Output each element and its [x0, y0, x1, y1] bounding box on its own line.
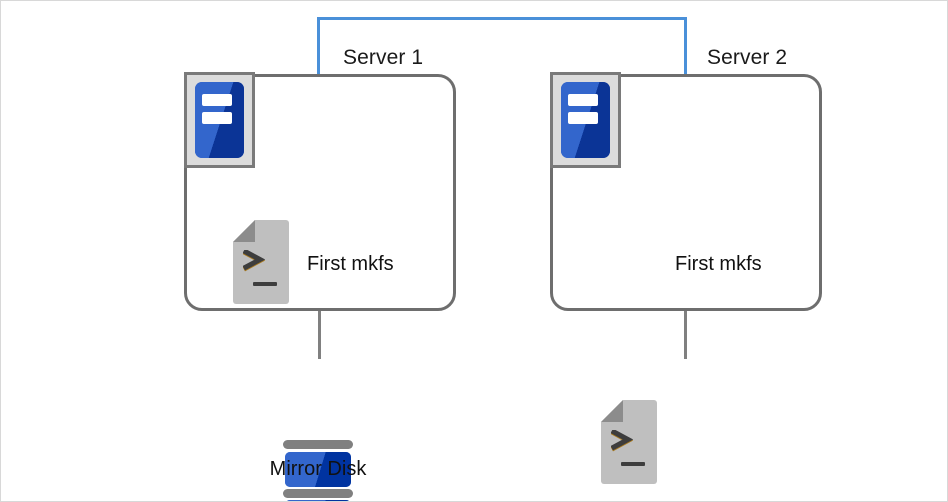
disk-platter-2 [285, 500, 351, 501]
server-2-task-label: First mkfs [675, 253, 762, 275]
server-rack-icon-body [195, 82, 244, 158]
server-rack-slot-1 [567, 94, 599, 106]
script-cursor-underscore [253, 282, 277, 286]
script-prompt-chevron-icon [611, 430, 633, 452]
disk-bar-top [283, 440, 353, 449]
server-rack-slot-1 [201, 94, 233, 106]
server-1-disk-stack-icon [283, 440, 353, 501]
script-terminal-icon [233, 220, 289, 304]
server-2-label: Server 2 [707, 46, 788, 69]
script-prompt-chevron-icon [243, 250, 265, 272]
server-rack-slot-2 [567, 112, 599, 124]
server-rack-slot-2 [201, 112, 233, 124]
server-interconnect-line [317, 17, 687, 75]
script-folded-corner [233, 220, 255, 242]
server-rack-icon [550, 72, 621, 168]
disk-bar-middle [283, 489, 353, 498]
disk-platter-1 [285, 452, 351, 487]
server-1-task-label: First mkfs [307, 253, 394, 275]
server-rack-icon-body [561, 82, 610, 158]
server-2-disk-connector [684, 311, 687, 359]
server-rack-icon [184, 72, 255, 168]
script-cursor-underscore [621, 462, 645, 466]
script-folded-corner [601, 400, 623, 422]
server-1-disk-connector [318, 311, 321, 359]
script-terminal-icon [601, 400, 657, 484]
server-1-label: Server 1 [343, 46, 424, 69]
server-1-disk-label: Mirror Disk [269, 458, 367, 480]
